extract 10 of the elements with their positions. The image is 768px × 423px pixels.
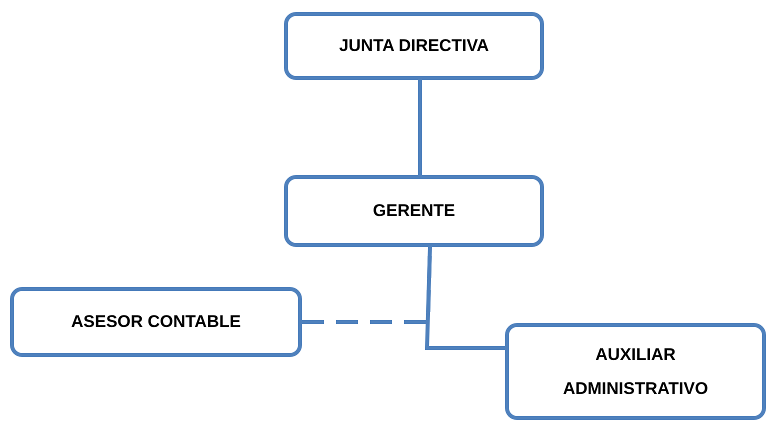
org-box (284, 175, 544, 247)
box-label: JUNTA DIRECTIVA (339, 35, 489, 57)
box-label: ASESOR CONTABLE (71, 311, 241, 333)
box-label: GERENTE (372, 200, 456, 222)
connector-line (418, 80, 422, 175)
org-box (10, 287, 302, 357)
org-box (505, 323, 766, 420)
connector-line (424, 246, 505, 350)
org-box (284, 12, 544, 80)
box-label: AUXILIAR ADMINISTRATIVO (562, 344, 710, 400)
